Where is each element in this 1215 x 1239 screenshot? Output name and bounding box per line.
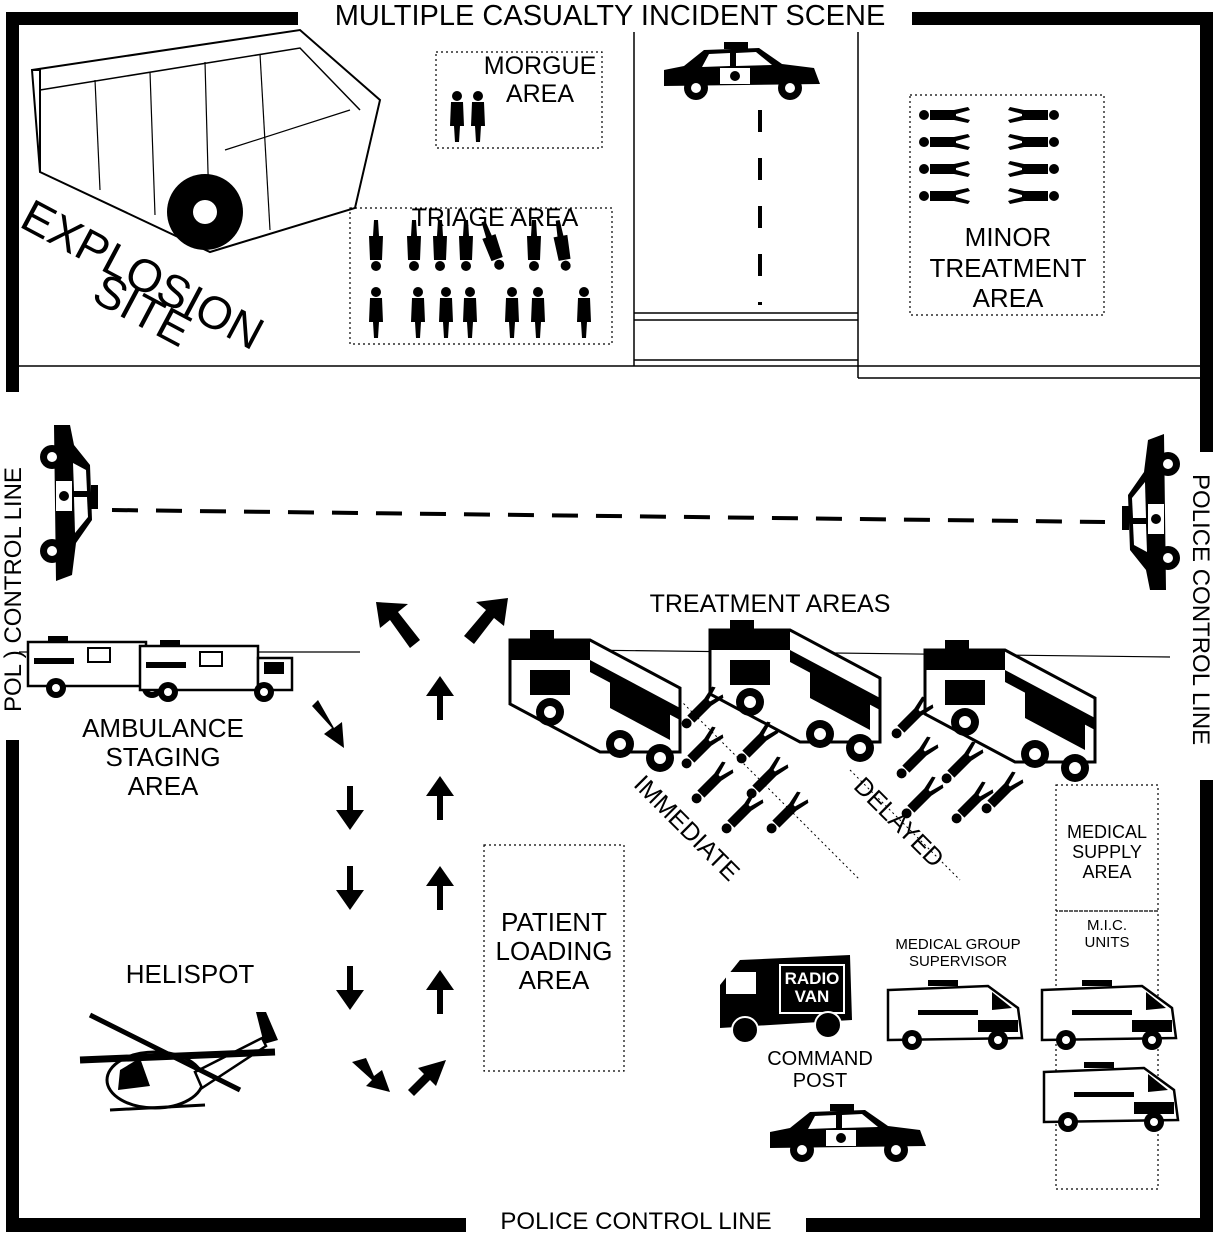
mic-units-box [1055,910,1159,1190]
fire-engine-icon [708,618,882,764]
triage-area-box [349,207,613,345]
police-line-left-label: POL ) CONTROL LINE [0,467,27,712]
helispot-label: HELISPOT [125,959,255,989]
frame-bottom-left [6,1218,466,1232]
minor-treatment-box [909,94,1105,316]
helicopter-icon [79,1012,278,1112]
police-line-right-label: POLICE CONTROL LINE [1187,474,1214,746]
frame-right-top [1200,12,1213,452]
triage-area-label: TRIAGE AREA [411,204,579,232]
fire-engine-icon [923,638,1097,784]
morgue-area-box [435,51,603,149]
explosion-building-icon [30,28,382,254]
ambulance-icon [26,634,294,704]
van-icon [886,978,1024,1052]
frame-left-bottom [6,740,19,1232]
radio-van-icon [720,955,852,1044]
police-car-right-icon [1122,434,1180,590]
van-icon [1040,978,1178,1052]
police-car-left-icon [40,425,98,581]
police-car-icon [770,1104,926,1162]
frame-top-left [8,12,298,25]
patient-loading-box [483,844,625,1072]
frame-bottom-right [806,1218,1212,1232]
triage-patients [369,219,591,338]
van-icon [1042,1060,1180,1134]
frame-left-top [6,12,19,392]
control-line-dash [111,508,1106,524]
frame-top-right [912,12,1212,25]
frame-right-bottom [1200,780,1213,1232]
scene-title: MULTIPLE CASUALTY INCIDENT SCENE [310,0,910,33]
treatment-areas-label: TREATMENT AREAS [649,590,891,618]
flow-arrows [312,598,508,1096]
police-car-icon [664,42,820,100]
medical-supply-box [1055,784,1159,912]
minor-patients [919,107,1059,204]
police-line-bottom-label: POLICE CONTROL LINE [500,1208,772,1235]
mic-units-label: M.I.C.UNITS [1084,917,1130,951]
